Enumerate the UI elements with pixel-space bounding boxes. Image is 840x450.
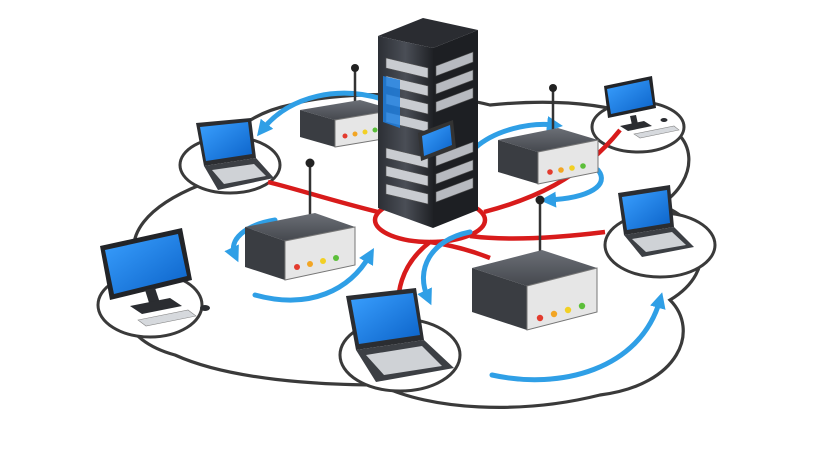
desktop-computer-icon [100, 228, 210, 327]
server-rack-icon [378, 18, 478, 228]
laptop-icon [618, 185, 694, 257]
desktop-computer-icon [604, 76, 680, 139]
laptop-icon [196, 118, 274, 190]
laptop-icon [346, 288, 454, 382]
router-middle [245, 158, 356, 281]
router-top-right [498, 84, 599, 185]
flow-arrows [224, 90, 666, 383]
router-bottom-right [472, 195, 598, 331]
